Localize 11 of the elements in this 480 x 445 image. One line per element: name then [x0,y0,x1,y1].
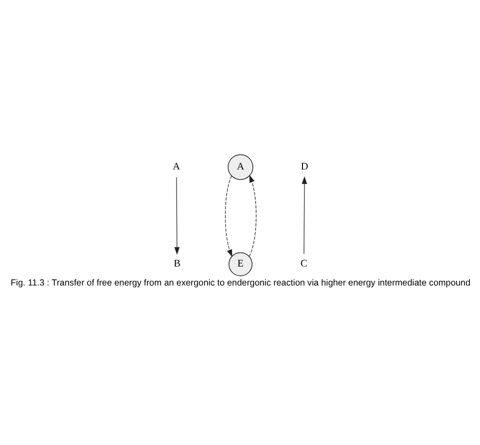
arrow [248,174,256,257]
node-text: D [300,162,308,172]
node-text: C [300,258,307,270]
node-text: A [172,162,180,172]
arrow [224,176,232,258]
node-circle: A [227,154,253,180]
node-text: B [173,258,180,270]
node-circle: E [228,252,252,276]
arrow [174,176,180,255]
arrow [301,176,307,254]
caption: Fig. 11.3 : Transfer of free energy from an exergonic to endergonic reaction via higher energy intermediate compound [10,278,470,288]
